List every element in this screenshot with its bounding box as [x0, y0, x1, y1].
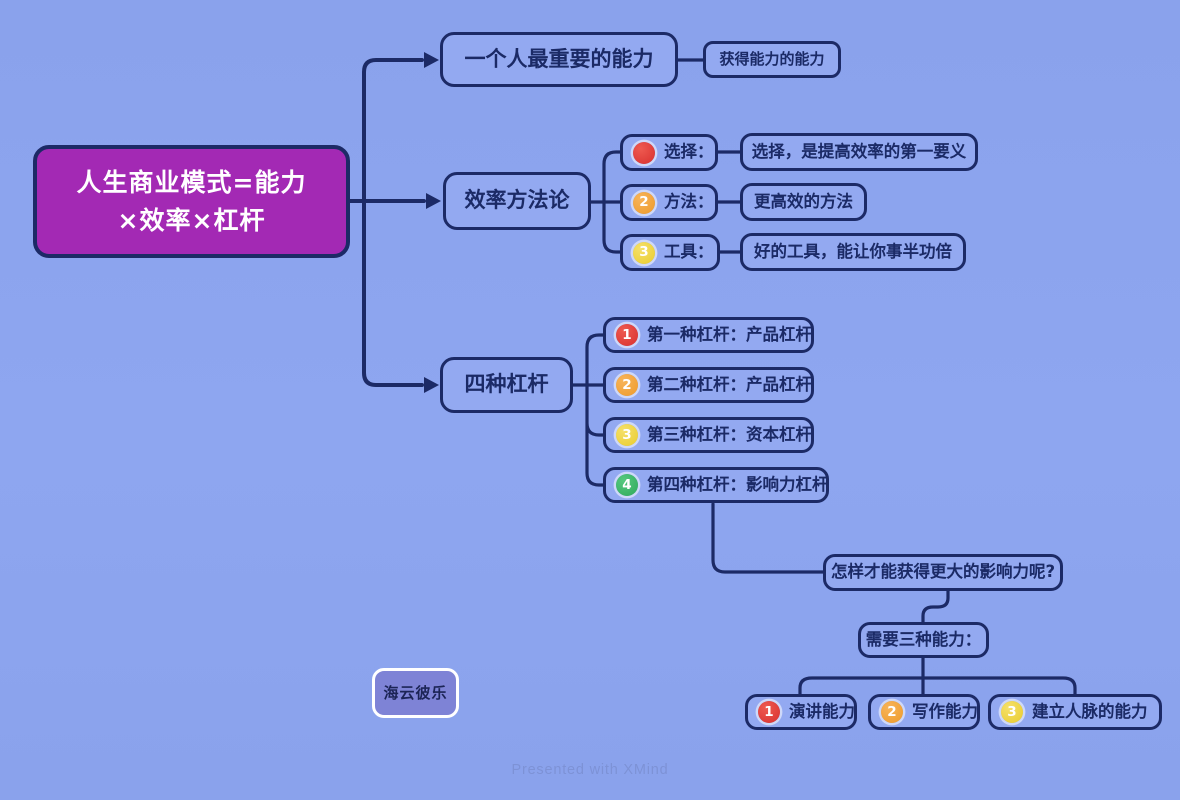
- red-dot-icon: [633, 141, 655, 164]
- root-topic-line2: ×效率×杠杆: [117, 205, 266, 235]
- number-3-icon: 3: [1001, 701, 1023, 723]
- item-label: 建立人脉的能力: [1032, 701, 1148, 721]
- influence-requirement[interactable]: 需要三种能力：: [858, 622, 989, 658]
- item-label: 写作能力: [912, 701, 978, 721]
- item-label: 第四种杠杆：影响力杠杆: [647, 474, 829, 494]
- lever-item-2[interactable]: 2 第二种杠杆：产品杠杆: [603, 367, 814, 403]
- xmind-watermark: Presented with XMind: [511, 762, 669, 778]
- efficiency-item-tool[interactable]: 3 工具：: [620, 234, 720, 271]
- root-topic-line1: 人生商业模式=能力: [76, 168, 307, 197]
- connector-path: [921, 589, 950, 624]
- topic-efficiency-methodology[interactable]: 效率方法论: [443, 172, 591, 230]
- author-badge[interactable]: 海云彼乐: [372, 668, 459, 718]
- topic-label: 四种杠杆: [464, 372, 549, 397]
- item-label: 选择：: [664, 142, 714, 162]
- connector-path: [571, 333, 605, 487]
- efficiency-item-method[interactable]: 2 方法：: [620, 184, 718, 221]
- connector-path: [798, 656, 1077, 696]
- number-2-icon: 2: [633, 191, 655, 214]
- connector-path: [589, 150, 622, 254]
- ability-item-writing[interactable]: 2 写作能力: [868, 694, 980, 730]
- ability-item-networking[interactable]: 3 建立人脉的能力: [988, 694, 1162, 730]
- subtopic-label: 获得能力的能力: [719, 50, 825, 69]
- topic-label: 一个人最重要的能力: [464, 46, 654, 71]
- value-label: 更高效的方法: [754, 191, 853, 211]
- number-4-icon: 4: [616, 474, 638, 496]
- item-label: 第二种杠杆：产品杠杆: [647, 374, 812, 394]
- connector-path: [362, 58, 424, 203]
- item-label: 第三种杠杆：资本杠杆: [647, 424, 812, 444]
- ability-item-speech[interactable]: 1 演讲能力: [745, 694, 857, 730]
- number-1-icon: 1: [758, 701, 780, 723]
- number-2-icon: 2: [616, 374, 638, 396]
- efficiency-value-method[interactable]: 更高效的方法: [740, 183, 867, 221]
- efficiency-value-choice[interactable]: 选择，是提高效率的第一要义: [740, 133, 978, 171]
- topic-most-important-ability[interactable]: 一个人最重要的能力: [440, 32, 678, 87]
- topic-label: 效率方法论: [464, 188, 570, 213]
- efficiency-value-tool[interactable]: 好的工具，能让你事半功倍: [740, 233, 966, 271]
- item-label: 演讲能力: [789, 701, 855, 721]
- connector-path: [711, 502, 825, 574]
- arrowhead-icon: [424, 377, 439, 393]
- badge-label: 海云彼乐: [383, 683, 448, 702]
- question-label: 怎样才能获得更大的影响力呢?: [830, 562, 1056, 582]
- item-label: 第一种杠杆：产品杠杆: [647, 324, 812, 344]
- lever-item-3[interactable]: 3 第三种杠杆：资本杠杆: [603, 417, 814, 453]
- requirement-label: 需要三种能力：: [865, 629, 982, 649]
- item-label: 工具：: [664, 242, 714, 262]
- root-topic[interactable]: 人生商业模式=能力 ×效率×杠杆: [33, 145, 350, 258]
- value-label: 好的工具，能让你事半功倍: [754, 241, 952, 261]
- lever-item-1[interactable]: 1 第一种杠杆：产品杠杆: [603, 317, 814, 353]
- lever-item-4[interactable]: 4 第四种杠杆：影响力杠杆: [603, 467, 829, 503]
- connector-path: [716, 150, 742, 254]
- influence-question[interactable]: 怎样才能获得更大的影响力呢?: [823, 554, 1063, 591]
- number-3-icon: 3: [616, 424, 638, 446]
- number-3-icon: 3: [633, 241, 655, 264]
- connector-path: [362, 199, 424, 387]
- efficiency-item-choice[interactable]: 选择：: [620, 134, 718, 171]
- subtopic-gain-ability[interactable]: 获得能力的能力: [703, 41, 841, 78]
- item-label: 方法：: [664, 192, 714, 212]
- arrowhead-icon: [424, 52, 439, 68]
- topic-four-levers[interactable]: 四种杠杆: [440, 357, 573, 413]
- number-1-icon: 1: [616, 324, 638, 346]
- value-label: 选择，是提高效率的第一要义: [751, 141, 967, 161]
- arrowhead-icon: [426, 193, 441, 209]
- number-2-icon: 2: [881, 701, 903, 723]
